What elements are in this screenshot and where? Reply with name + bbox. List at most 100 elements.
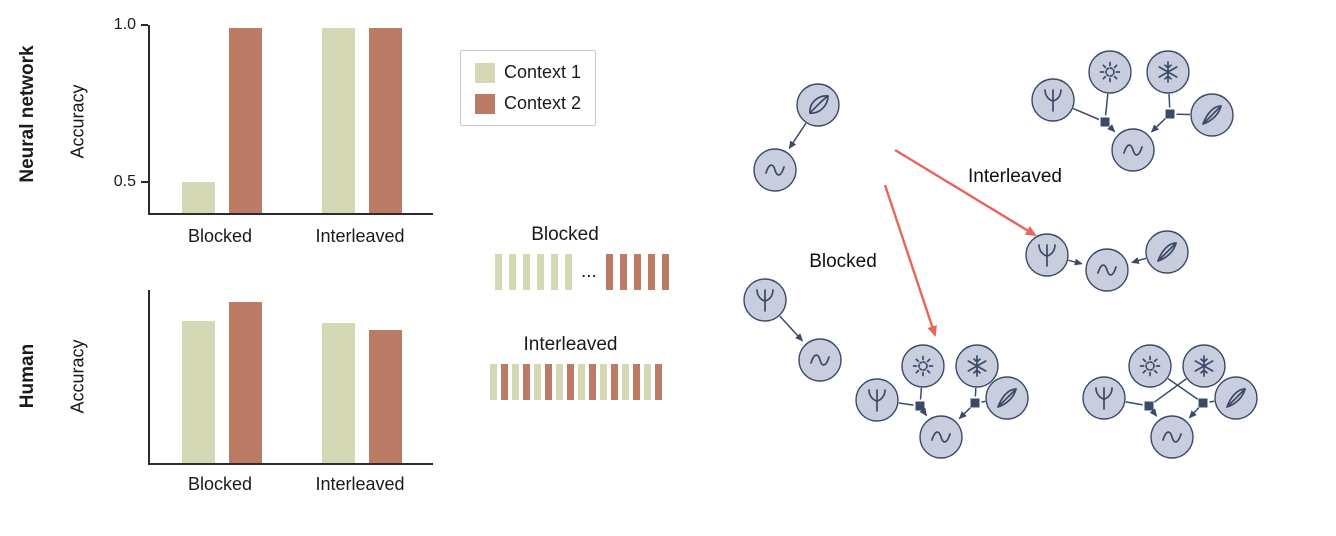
x-label-interleaved: Interleaved <box>315 226 405 246</box>
worm-icon <box>1123 144 1143 156</box>
leaf-icon <box>809 95 829 114</box>
pattern-bar-context1 <box>622 364 629 400</box>
worm-icon <box>765 164 785 176</box>
flow-arrow-blocked <box>883 184 937 337</box>
graph-edge <box>958 407 971 420</box>
graph-edge <box>1149 408 1158 417</box>
y-tick-label: 0.5 <box>113 172 136 190</box>
ellipsis: ... <box>581 261 597 282</box>
branch-icon <box>1038 244 1056 267</box>
blocked-pattern-group1 <box>495 254 572 290</box>
context2-swatch <box>475 93 495 114</box>
graph-edge <box>981 400 986 403</box>
pattern-bar-context2 <box>633 254 641 290</box>
feather-icon <box>997 388 1017 408</box>
pattern-bar-context2 <box>633 364 640 400</box>
flow-arrow-interleaved <box>894 148 1037 237</box>
blocked-pattern: ... <box>495 253 669 291</box>
graph-edge <box>788 122 807 150</box>
pattern-bar-context2 <box>655 364 662 400</box>
graph-edge <box>1153 378 1187 403</box>
pattern-bar-context1 <box>512 364 519 400</box>
flow-label-interleaved: Interleaved <box>968 166 1062 187</box>
node-branch <box>1082 376 1126 420</box>
snowflake-icon <box>1158 61 1178 83</box>
node-branch <box>855 378 899 422</box>
node-feather <box>1190 93 1234 137</box>
pattern-bar-context1 <box>534 364 541 400</box>
blocked-schematic-label: Blocked <box>531 224 599 245</box>
junction-square <box>1198 398 1208 408</box>
graph-edge <box>919 387 923 400</box>
pattern-bar-context2 <box>567 364 574 400</box>
pattern-bar-context1 <box>490 364 497 400</box>
bar-interleaved-context2 <box>369 330 402 463</box>
graph-edge <box>1167 377 1199 400</box>
x-label-interleaved: Interleaved <box>315 474 405 494</box>
pattern-bar-context1 <box>600 364 607 400</box>
pattern-bar-context1 <box>644 364 651 400</box>
node-branch <box>743 278 787 322</box>
node-worm <box>919 415 963 459</box>
feather-icon <box>1226 388 1246 408</box>
graph-edge <box>898 402 914 406</box>
graph-edge <box>1073 107 1100 121</box>
chart-human: Human Accuracy Blocked Interleaved <box>0 265 445 523</box>
pattern-bar-context1 <box>565 254 572 290</box>
chart-title-neural-network: Neural network <box>17 45 38 183</box>
snowflake-icon <box>1194 355 1214 377</box>
node-feather <box>1145 230 1189 274</box>
flow-label-blocked: Blocked <box>809 251 877 272</box>
pattern-bar-context1 <box>551 254 558 290</box>
legend-label: Context 1 <box>504 62 582 82</box>
branch-icon <box>756 289 774 312</box>
junction-square <box>970 398 980 408</box>
pattern-bar-context1 <box>509 254 516 290</box>
node-snowflake <box>955 344 999 388</box>
y-tick-mark <box>141 24 148 26</box>
interleaved-schematic-label: Interleaved <box>523 334 618 355</box>
y-axis-label-accuracy: Accuracy <box>67 84 88 159</box>
worm-icon <box>810 354 830 366</box>
node-worm <box>798 338 842 382</box>
x-label-blocked: Blocked <box>187 226 253 246</box>
pattern-bar-context1 <box>523 254 530 290</box>
graph-edge <box>1104 93 1109 116</box>
graph-edge <box>1068 258 1083 266</box>
pattern-bar-context1 <box>495 254 502 290</box>
graph-edge <box>1188 407 1200 419</box>
legend-label: Context 2 <box>504 93 582 113</box>
bar-interleaved-context1 <box>322 323 355 463</box>
node-branch <box>1025 233 1069 277</box>
graph-edge <box>779 315 804 342</box>
node-feather <box>1214 376 1258 420</box>
pattern-bar-context2 <box>647 254 655 290</box>
context1-swatch <box>475 62 495 83</box>
bar-blocked-context1 <box>182 182 215 213</box>
pattern-bar-context2 <box>611 364 618 400</box>
pattern-bar-context1 <box>578 364 585 400</box>
bar-blocked-context1 <box>182 321 215 463</box>
graph-edge <box>1168 93 1171 108</box>
bar-blocked-context2 <box>229 302 262 463</box>
bar-blocked-context2 <box>229 28 262 213</box>
node-worm <box>753 148 797 192</box>
pattern-bar-context2 <box>501 364 508 400</box>
graph-edge <box>1150 117 1166 133</box>
snowflake-icon <box>967 355 987 377</box>
legend-item-context1: Context 1 <box>475 62 581 83</box>
graph-edge <box>1107 124 1116 133</box>
junction-square <box>1165 109 1175 119</box>
plot-area <box>148 290 433 465</box>
node-sun <box>901 344 945 388</box>
junction-square <box>1144 401 1154 411</box>
graph-edge <box>1125 401 1143 406</box>
graph-edge <box>1209 400 1215 403</box>
y-tick-mark <box>141 180 148 183</box>
worm-icon <box>1162 431 1182 443</box>
branch-icon <box>1095 387 1113 410</box>
blocked-pattern-group2 <box>605 254 669 290</box>
node-feather <box>985 376 1029 420</box>
node-leaf <box>796 83 840 127</box>
